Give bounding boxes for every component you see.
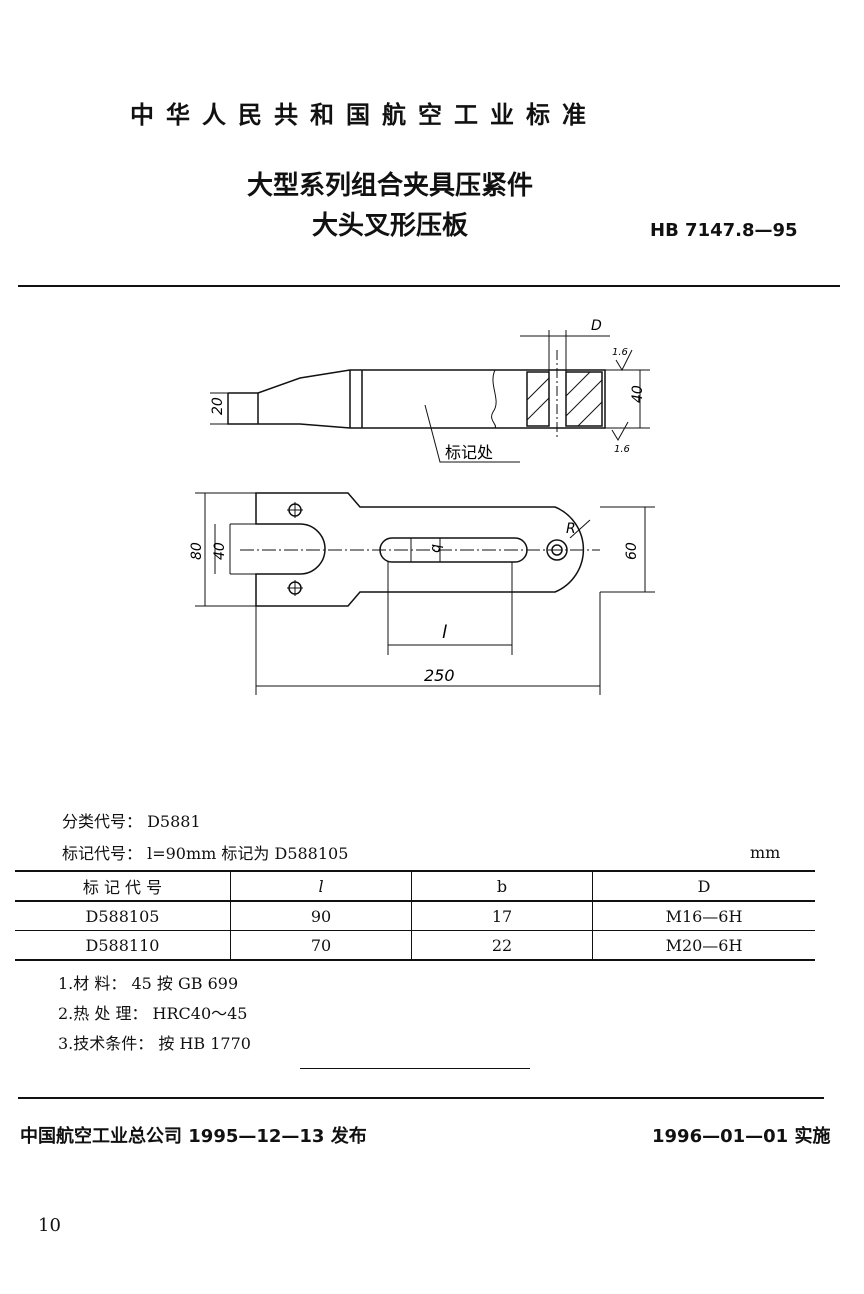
document-title-line2: 大头叉形压板 xyxy=(311,211,468,241)
table-row: D588105 90 17 M16—6H xyxy=(15,901,815,931)
cell-l: 70 xyxy=(230,930,412,961)
effective-date: 1996—01—01 实施 xyxy=(652,1126,831,1147)
cell-mark-code: D588110 xyxy=(15,930,231,961)
dim-b-label: b xyxy=(428,544,444,553)
standard-number: HB 7147.8—95 xyxy=(650,220,798,241)
dim-250-label: 250 xyxy=(424,666,455,685)
dim-R-label: R xyxy=(566,521,576,537)
plan-view xyxy=(195,492,655,695)
document-title-line1: 大型系列组合夹具压紧件 xyxy=(246,171,533,201)
unit-label: mm xyxy=(750,843,781,862)
roughness-top-label: 1.6 xyxy=(612,347,628,358)
marking-code: 标记代号： l=90mm 标记为 D588105 xyxy=(62,844,349,863)
dim-40-plan-label: 40 xyxy=(212,542,228,560)
col-header-D: D xyxy=(592,871,815,902)
dim-20-label: 20 xyxy=(210,397,226,415)
footer-rule xyxy=(18,1097,824,1099)
spec-table: 标 记 代 号 l b D D588105 90 17 M16—6H D5881… xyxy=(15,870,815,961)
cell-mark-code: D588105 xyxy=(15,901,231,931)
mark-location-label: 标记处 xyxy=(445,443,493,462)
col-header-b: b xyxy=(411,871,593,902)
side-view xyxy=(210,330,650,463)
note-heat-treatment: 2.热 处 理： HRC40～45 xyxy=(58,1004,248,1023)
cell-D: M16—6H xyxy=(592,901,815,931)
roughness-bottom-label: 1.6 xyxy=(614,444,630,455)
dim-l-label: l xyxy=(442,622,447,643)
dim-D-label: D xyxy=(591,318,602,334)
cell-l: 90 xyxy=(230,901,412,931)
dim-60-label: 60 xyxy=(624,542,640,560)
note-technical-conditions: 3.技术条件： 按 HB 1770 xyxy=(58,1034,251,1053)
col-header-l: l xyxy=(230,871,412,902)
col-header-mark-code: 标 记 代 号 xyxy=(15,871,231,902)
technical-drawing: D 1.6 1.6 40 20 标记处 8 xyxy=(189,318,655,695)
dim-40-side-label: 40 xyxy=(630,385,646,403)
end-rule xyxy=(300,1068,530,1069)
header-rule xyxy=(18,285,840,287)
table-header-row: 标 记 代 号 l b D xyxy=(15,871,815,902)
cell-b: 17 xyxy=(411,901,593,931)
cell-D: M20—6H xyxy=(592,930,815,961)
note-material: 1.材 料： 45 按 GB 699 xyxy=(58,974,239,993)
page-number: 10 xyxy=(38,1215,61,1236)
table-row: D588110 70 22 M20—6H xyxy=(15,930,815,961)
issuer-date: 中国航空工业总公司 1995—12—13 发布 xyxy=(20,1126,367,1147)
dim-80-label: 80 xyxy=(189,542,205,560)
classification-code: 分类代号： D5881 xyxy=(62,812,201,831)
cell-b: 22 xyxy=(411,930,593,961)
issuing-body-title: 中华人民共和国航空工业标准 xyxy=(130,101,598,129)
